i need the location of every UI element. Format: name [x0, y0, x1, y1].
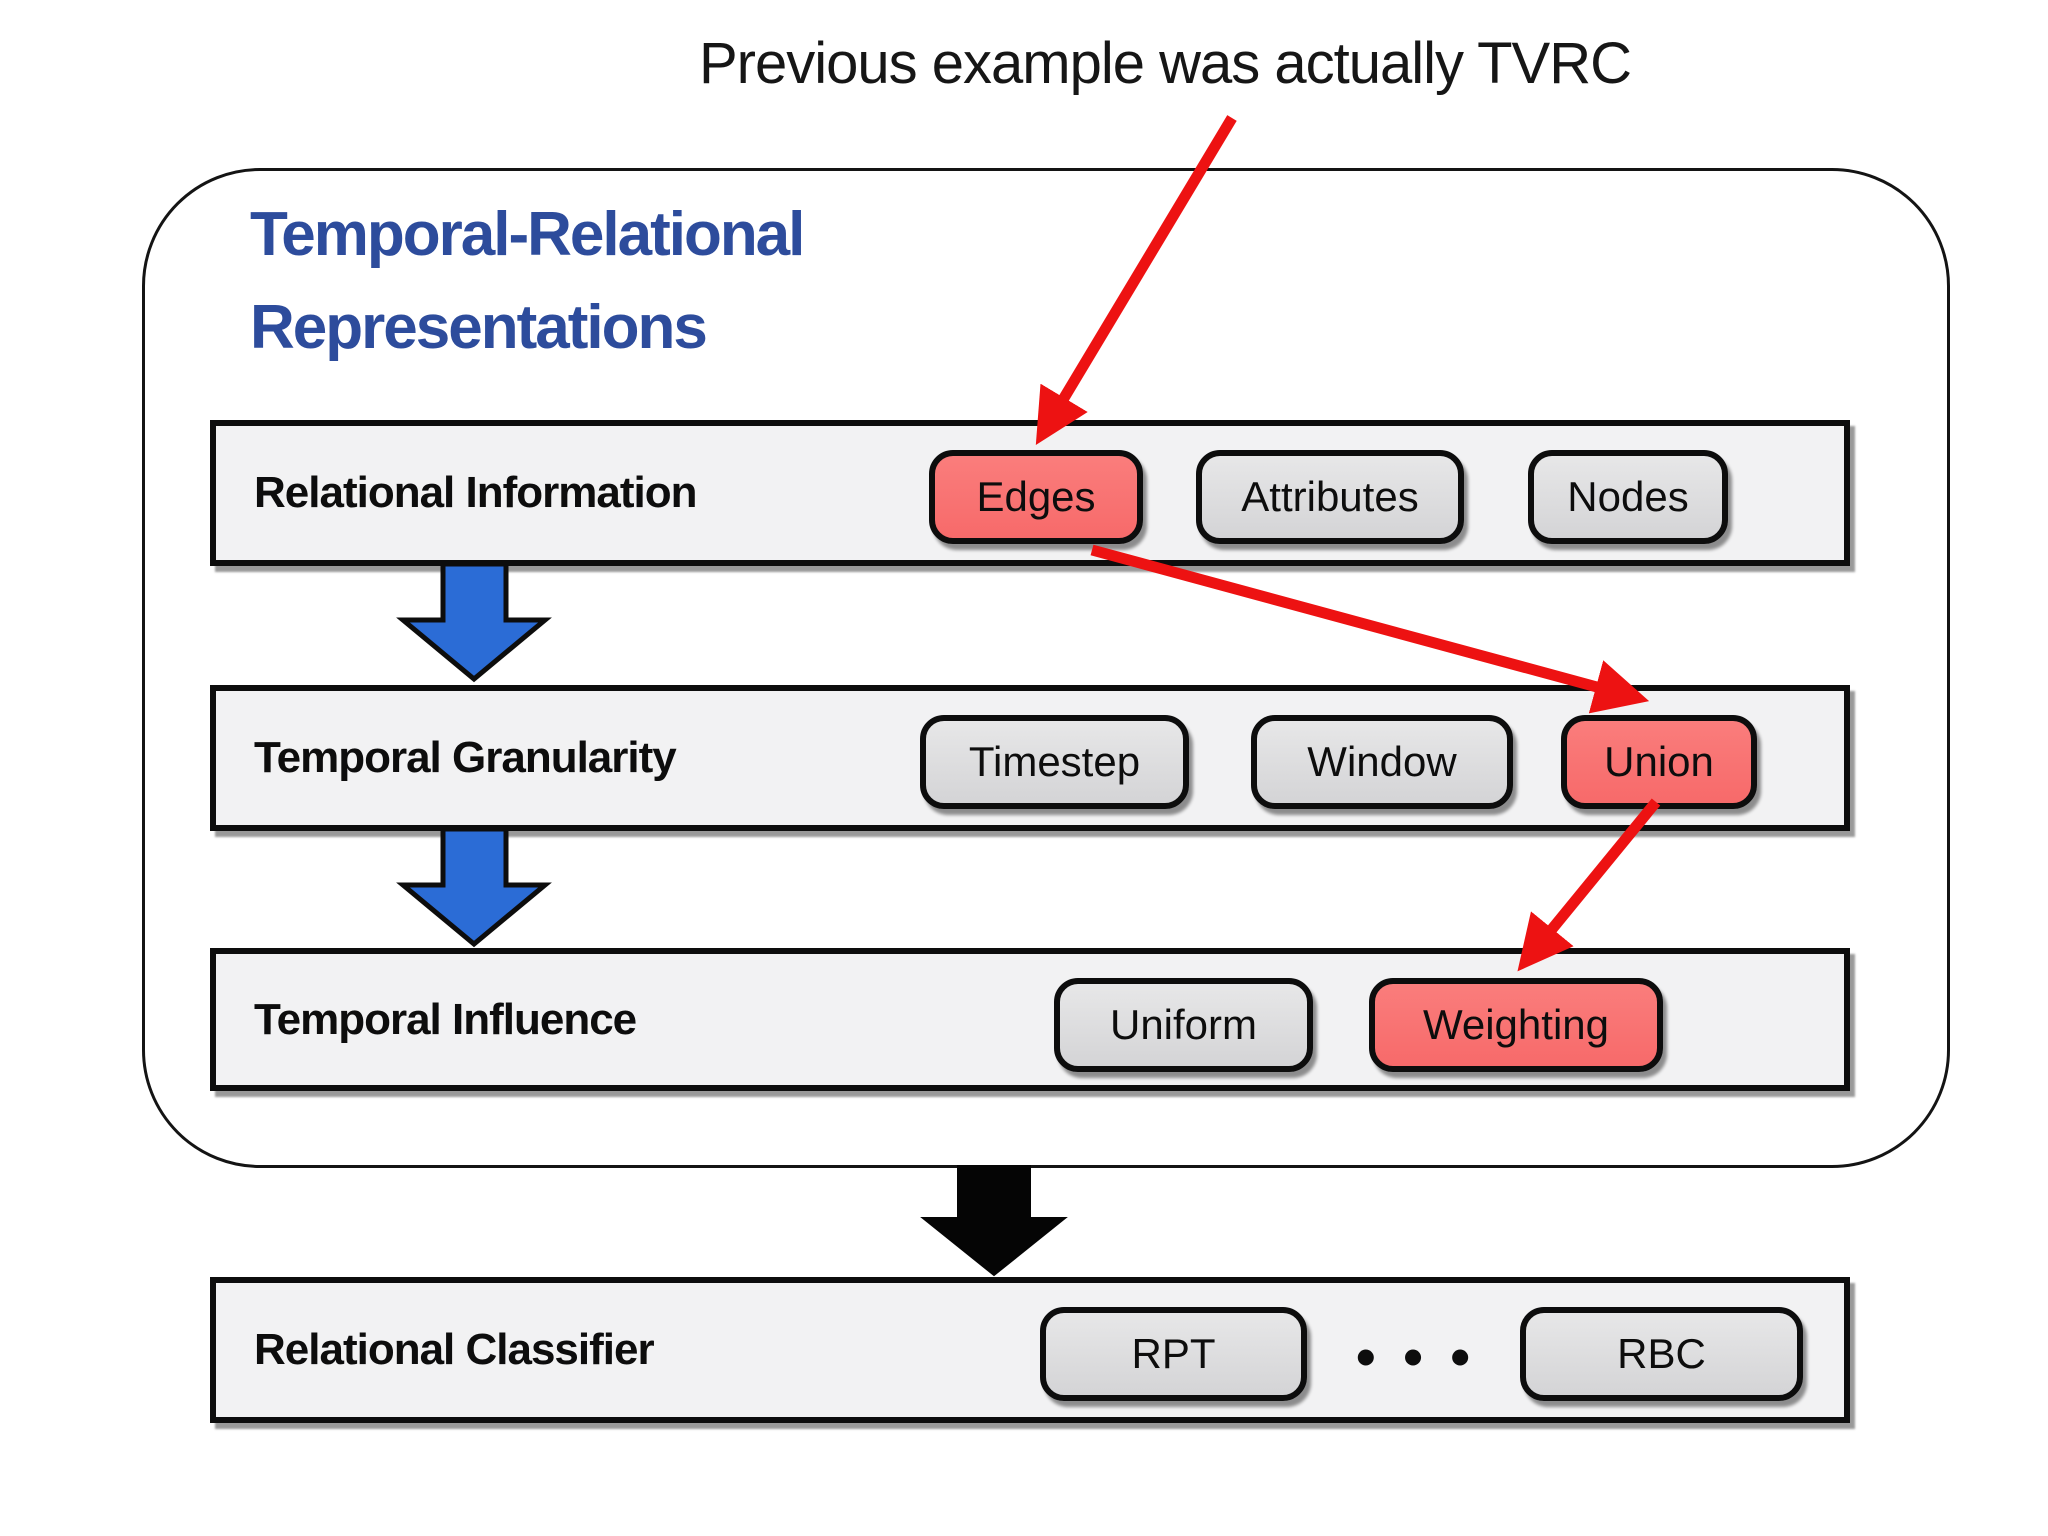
row-label: Temporal Granularity	[254, 733, 677, 782]
row-label: Temporal Influence	[254, 994, 637, 1044]
row-relational-information: Relational Information Edges Attributes …	[210, 420, 1850, 566]
pill-timestep: Timestep	[920, 715, 1189, 809]
row-temporal-granularity: Temporal Granularity Timestep Window Uni…	[210, 685, 1850, 831]
pill-window: Window	[1251, 715, 1513, 809]
pill-attributes: Attributes	[1196, 450, 1464, 544]
ellipsis-separator: • • •	[1356, 1324, 1476, 1388]
row-label: Relational Classifier	[254, 1325, 655, 1374]
pill-union: Union	[1561, 715, 1757, 809]
pill-rpt: RPT	[1040, 1307, 1307, 1401]
panel-title-line2: Representations	[250, 293, 708, 362]
row-relational-classifier: Relational Classifier RPT • • • RBC	[210, 1277, 1850, 1423]
black-down-arrow	[920, 1165, 1068, 1277]
pill-nodes: Nodes	[1528, 450, 1728, 544]
annotation-caption: Previous example was actually TVRC	[699, 31, 1632, 96]
panel-title-line1: Temporal-Relational	[250, 200, 805, 269]
row-temporal-influence: Temporal Influence Uniform Weighting	[210, 948, 1850, 1091]
pill-edges: Edges	[929, 450, 1143, 544]
pill-weighting: Weighting	[1369, 978, 1663, 1072]
pill-rbc: RBC	[1520, 1307, 1803, 1401]
panel-title: Temporal-Relational Representations	[250, 188, 805, 374]
pill-uniform: Uniform	[1054, 978, 1313, 1072]
row-label: Relational Information	[254, 468, 697, 517]
